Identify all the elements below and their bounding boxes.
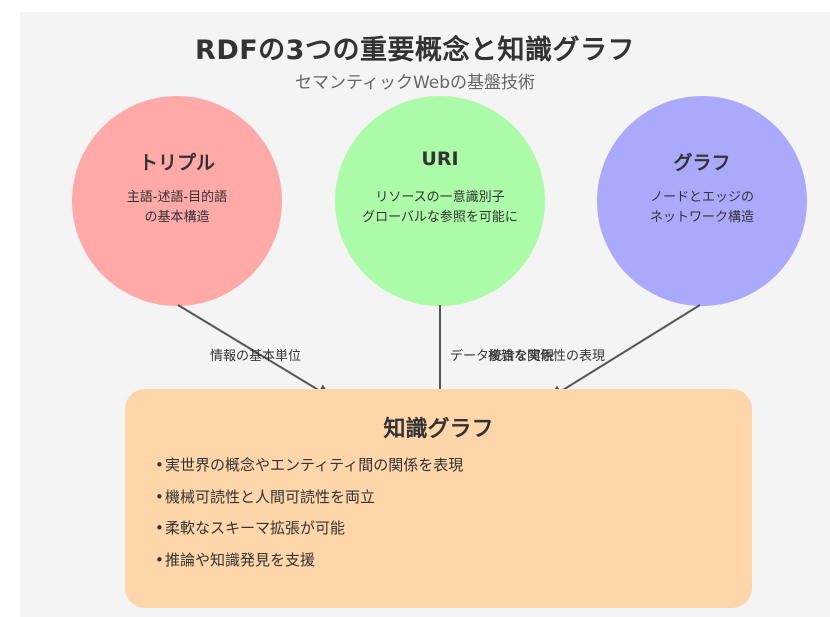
bullet-icon: • — [155, 519, 164, 537]
edge-triple-to-kg — [177, 304, 332, 398]
bullet-icon: • — [155, 456, 164, 474]
list-item: •実世界の概念やエンティティ間の関係を表現 — [155, 450, 463, 482]
edge-label-graph: 複雑な関係性の表現 — [488, 349, 606, 364]
list-item-text: 推論や知識発見を支援 — [165, 550, 316, 569]
list-item: •柔軟なスキーマ拡張が可能 — [155, 513, 463, 545]
list-item-text: 柔軟なスキーマ拡張が可能 — [165, 519, 346, 537]
concept-desc-line: 主語-述語-目的語 — [126, 190, 228, 205]
concept-description: リソースの一意識別子 グローバルな参照を可能に — [335, 188, 545, 228]
list-item: •機械可読性と人間可読性を両立 — [155, 482, 463, 514]
edge-label-triple: 情報の基本単位 — [210, 349, 302, 364]
list-item: •推論や知識発見を支援 — [155, 545, 463, 577]
concept-desc-line: ノードとエッジの — [649, 190, 754, 205]
concept-description: ノードとエッジの ネットワーク構造 — [597, 188, 807, 228]
concept-graph: グラフ ノードとエッジの ネットワーク構造 — [597, 96, 807, 306]
concept-desc-line: ネットワーク構造 — [649, 210, 754, 225]
concept-desc-line: の基本構造 — [144, 210, 210, 225]
diagram-subtitle: セマンティックWebの基盤技術 — [294, 73, 536, 93]
knowledge-graph-title: 知識グラフ — [383, 417, 494, 442]
concept-desc-line: グローバルな参照を可能に — [362, 210, 518, 225]
edge-label-uri: データ統合を実現 — [450, 349, 555, 364]
diagram-title: RDFの3つの重要概念と知識グラフ — [195, 35, 635, 66]
list-item-text: 実世界の概念やエンティティ間の関係を表現 — [165, 456, 464, 474]
concept-desc-line: リソースの一意識別子 — [375, 190, 505, 205]
bullet-icon: • — [155, 487, 164, 506]
bullet-icon: • — [155, 550, 164, 569]
concept-title: グラフ — [673, 152, 731, 174]
knowledge-graph-box: 知識グラフ •実世界の概念やエンティティ間の関係を表現 •機械可読性と人間可読性… — [125, 389, 752, 608]
concept-title: URI — [421, 148, 459, 170]
concept-triple: トリプル 主語-述語-目的語 の基本構造 — [72, 96, 282, 306]
concept-description: 主語-述語-目的語 の基本構造 — [72, 188, 282, 228]
knowledge-graph-list: •実世界の概念やエンティティ間の関係を表現 •機械可読性と人間可読性を両立 •柔… — [155, 450, 463, 576]
concept-uri: URI リソースの一意識別子 グローバルな参照を可能に — [335, 96, 545, 306]
concept-title: トリプル — [138, 152, 215, 174]
edge-graph-to-kg — [548, 304, 701, 399]
list-item-text: 機械可読性と人間可読性を両立 — [165, 487, 376, 506]
